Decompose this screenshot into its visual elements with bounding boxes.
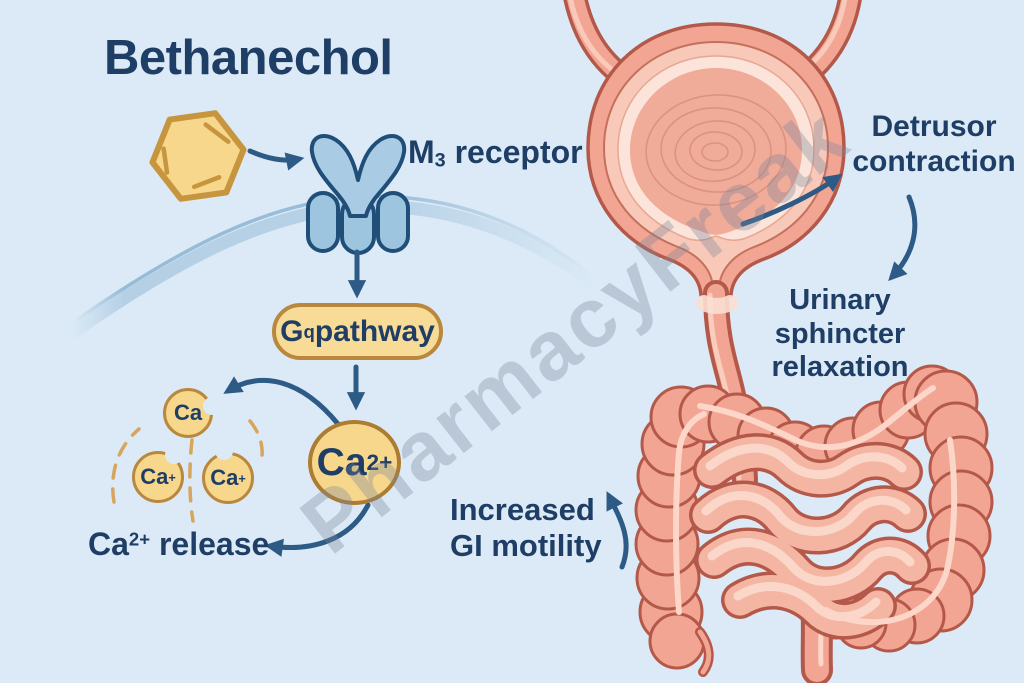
bladder-lumen-contours xyxy=(645,94,787,206)
page-title: Bethanechol xyxy=(104,31,393,85)
ion-notch-1 xyxy=(203,397,221,415)
small-intestine xyxy=(689,433,931,640)
gq-subscript: q xyxy=(303,320,315,342)
arrow-bladder-to-detrusor xyxy=(740,173,843,227)
detrusor-contraction-label: Detrusor contraction xyxy=(852,110,1016,178)
appendix xyxy=(695,627,714,677)
calcium-ion-small-1: Ca xyxy=(163,388,213,438)
arrow-calcium-to-ions xyxy=(223,376,341,427)
calcium-ion-small-3: Ca+ xyxy=(202,452,254,504)
increased-gi-motility-label: Increased GI motility xyxy=(450,492,602,563)
m3-subscript: 3 xyxy=(434,149,446,172)
bladder-illustration xyxy=(563,0,862,493)
ion-notch-2 xyxy=(165,446,183,464)
colon-taenia-stripes xyxy=(673,385,958,626)
calcium-superscript: 2+ xyxy=(366,449,393,475)
arrow-gi-motility-up xyxy=(606,491,629,570)
arrow-calcium-to-release xyxy=(264,502,371,557)
calcium-ion-small-2: Ca+ xyxy=(132,451,184,503)
urinary-sphincter-band xyxy=(696,295,738,314)
ion-notch-3 xyxy=(215,442,233,460)
calcium-release-label: Ca2+ release xyxy=(88,526,270,562)
calcium-release-dashes xyxy=(111,419,264,523)
intestines-illustration xyxy=(634,364,994,683)
arrow-drug-to-receptor xyxy=(247,148,305,171)
m3-receptor-icon xyxy=(306,134,410,255)
arrow-detrusor-to-sphincter xyxy=(888,194,918,281)
drug-molecule-icon xyxy=(149,110,247,202)
colon xyxy=(634,364,994,670)
urinary-sphincter-relaxation-label: Urinary sphincter relaxation xyxy=(771,284,909,384)
m3-receptor-label: M3 receptor xyxy=(408,134,583,172)
